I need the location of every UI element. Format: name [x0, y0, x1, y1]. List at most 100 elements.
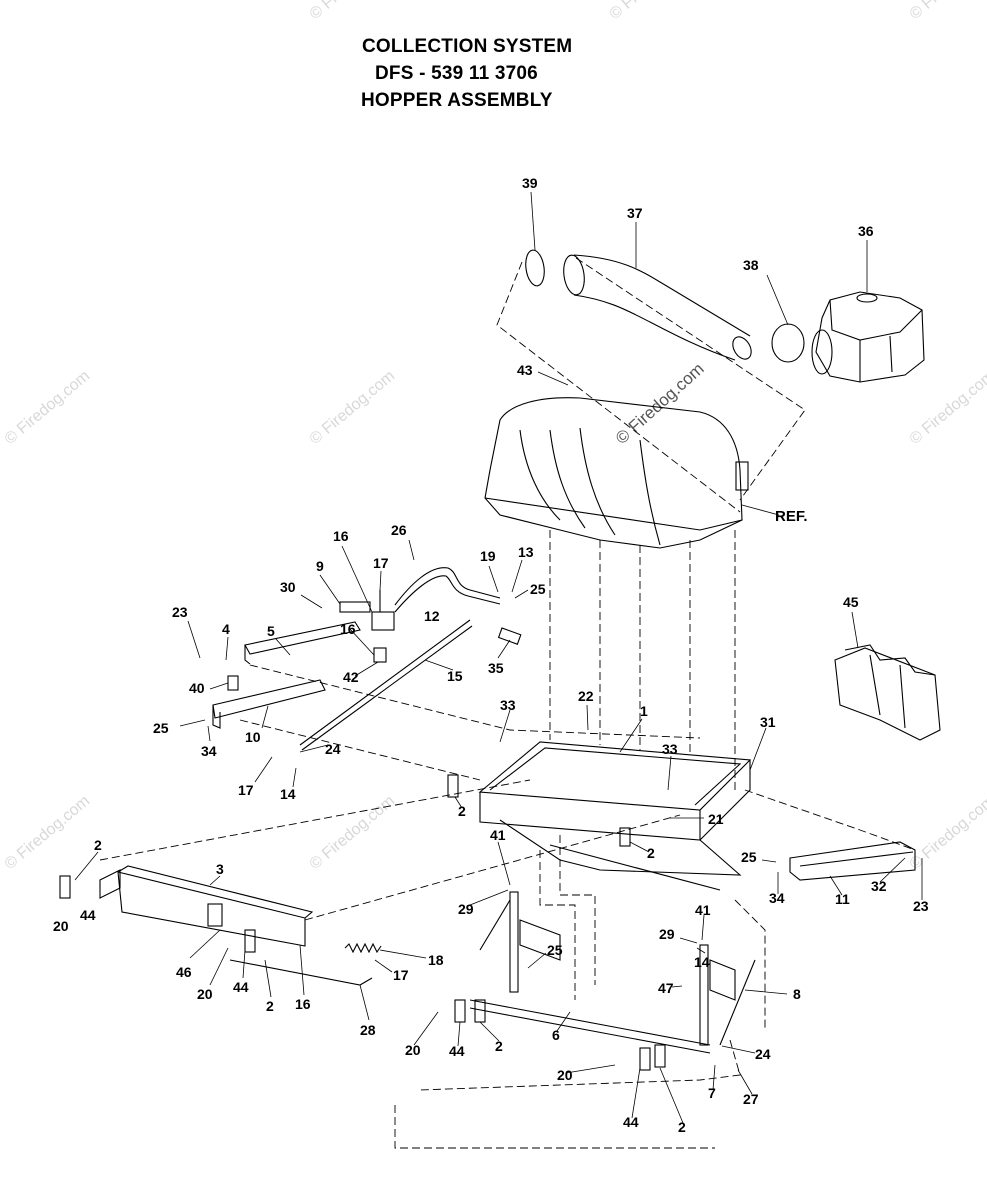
callout-40: 40 [189, 680, 205, 696]
callout-22: 22 [578, 688, 594, 704]
watermark: © Firedog.com [607, 0, 698, 23]
callout-24: 24 [755, 1046, 771, 1062]
watermark: © Firedog.com [307, 367, 398, 448]
callout-23: 23 [913, 898, 929, 914]
lower-frame [229, 891, 756, 1054]
callout-29: 29 [659, 926, 675, 942]
callout-16: 16 [333, 528, 349, 544]
callout-45: 45 [843, 594, 859, 610]
callout-44: 44 [623, 1114, 639, 1130]
callout-15: 15 [447, 668, 463, 684]
callout-44: 44 [233, 979, 249, 995]
callout-6: 6 [552, 1027, 560, 1043]
callout-20: 20 [405, 1042, 421, 1058]
watermark: © Firedog.com [2, 792, 93, 873]
callout-35: 35 [488, 660, 504, 676]
callout-8: 8 [793, 986, 801, 1002]
callout-7: 7 [708, 1085, 716, 1101]
callout-25: 25 [741, 849, 757, 865]
callout-3: 3 [216, 861, 224, 877]
callout-5: 5 [267, 623, 275, 639]
callout-1: 1 [640, 703, 648, 719]
hopper-cover [484, 397, 749, 549]
dump-lever [299, 567, 522, 751]
callout-20: 20 [53, 918, 69, 934]
leader-lines [74, 191, 923, 1124]
discharge-hose [563, 254, 752, 361]
title-line-1: COLLECTION SYSTEM [362, 36, 573, 57]
callout-11: 11 [835, 891, 850, 907]
callout-30: 30 [280, 579, 296, 595]
callout-25: 25 [530, 581, 546, 597]
callout-2: 2 [678, 1119, 686, 1135]
alignment-lines [99, 257, 916, 1149]
watermark: © Firedog.com [307, 792, 398, 873]
callout-41: 41 [490, 827, 506, 843]
callout-31: 31 [760, 714, 776, 730]
callout-16: 16 [340, 621, 356, 637]
callout-17: 17 [373, 555, 389, 571]
callout-25: 25 [153, 720, 169, 736]
callout-46: 46 [176, 964, 192, 980]
callout-38: 38 [743, 257, 759, 273]
callout-32: 32 [871, 878, 887, 894]
callout-21: 21 [708, 811, 724, 827]
callout-18: 18 [428, 952, 444, 968]
callout-10: 10 [245, 729, 261, 745]
side-bar-right [789, 841, 916, 881]
callout-17: 17 [238, 782, 254, 798]
title-line-3: HOPPER ASSEMBLY [361, 90, 553, 111]
watermark: © Firedog.com [307, 0, 398, 23]
callout-44: 44 [449, 1043, 465, 1059]
callout-2: 2 [647, 845, 655, 861]
watermarks: © Firedog.com © Firedog.com © Firedog.co… [2, 0, 987, 873]
callout-37: 37 [627, 205, 643, 221]
callout-2: 2 [266, 998, 274, 1014]
callout-13: 13 [518, 544, 534, 560]
callout-47: 47 [658, 980, 674, 996]
callout-29: 29 [458, 901, 474, 917]
callout-25: 25 [547, 942, 563, 958]
callout-9: 9 [316, 558, 324, 574]
ref-label: REF. [775, 508, 808, 525]
weight-bag [834, 644, 941, 741]
callout-39: 39 [522, 175, 538, 191]
title-line-2: DFS - 539 11 3706 [375, 63, 538, 84]
callout-16: 16 [295, 996, 311, 1012]
callout-43: 43 [517, 362, 533, 378]
left-support-bars [212, 621, 361, 729]
callout-2: 2 [94, 837, 102, 853]
watermark: © Firedog.com [907, 367, 987, 448]
callout-34: 34 [769, 890, 785, 906]
callout-14: 14 [694, 954, 710, 970]
hose-clamp-38 [771, 323, 805, 363]
hopper-frame [478, 741, 752, 891]
callout-14: 14 [280, 786, 296, 802]
callout-24: 24 [325, 741, 341, 757]
callout-33: 33 [662, 741, 678, 757]
callout-2: 2 [458, 803, 466, 819]
hose-clamp-39 [525, 249, 545, 287]
callout-17: 17 [393, 967, 409, 983]
callout-27: 27 [743, 1091, 759, 1107]
watermark: © Firedog.com [907, 0, 987, 23]
watermark: © Firedog.com [907, 792, 987, 873]
callout-2: 2 [495, 1038, 503, 1054]
callout-41: 41 [695, 902, 711, 918]
spring [344, 942, 382, 954]
callout-28: 28 [360, 1022, 376, 1038]
callout-26: 26 [391, 522, 407, 538]
callout-33: 33 [500, 697, 516, 713]
callout-42: 42 [343, 669, 359, 685]
callout-labels: 39 37 36 38 43 45 26 16 17 9 30 19 13 25… [53, 175, 929, 1135]
callout-19: 19 [480, 548, 496, 564]
callout-4: 4 [222, 621, 230, 637]
callout-34: 34 [201, 743, 217, 759]
watermark: © Firedog.com [2, 367, 93, 448]
callout-20: 20 [197, 986, 213, 1002]
front-panel [99, 865, 314, 947]
callout-36: 36 [858, 223, 874, 239]
callout-44: 44 [80, 907, 96, 923]
callout-12: 12 [424, 608, 440, 624]
